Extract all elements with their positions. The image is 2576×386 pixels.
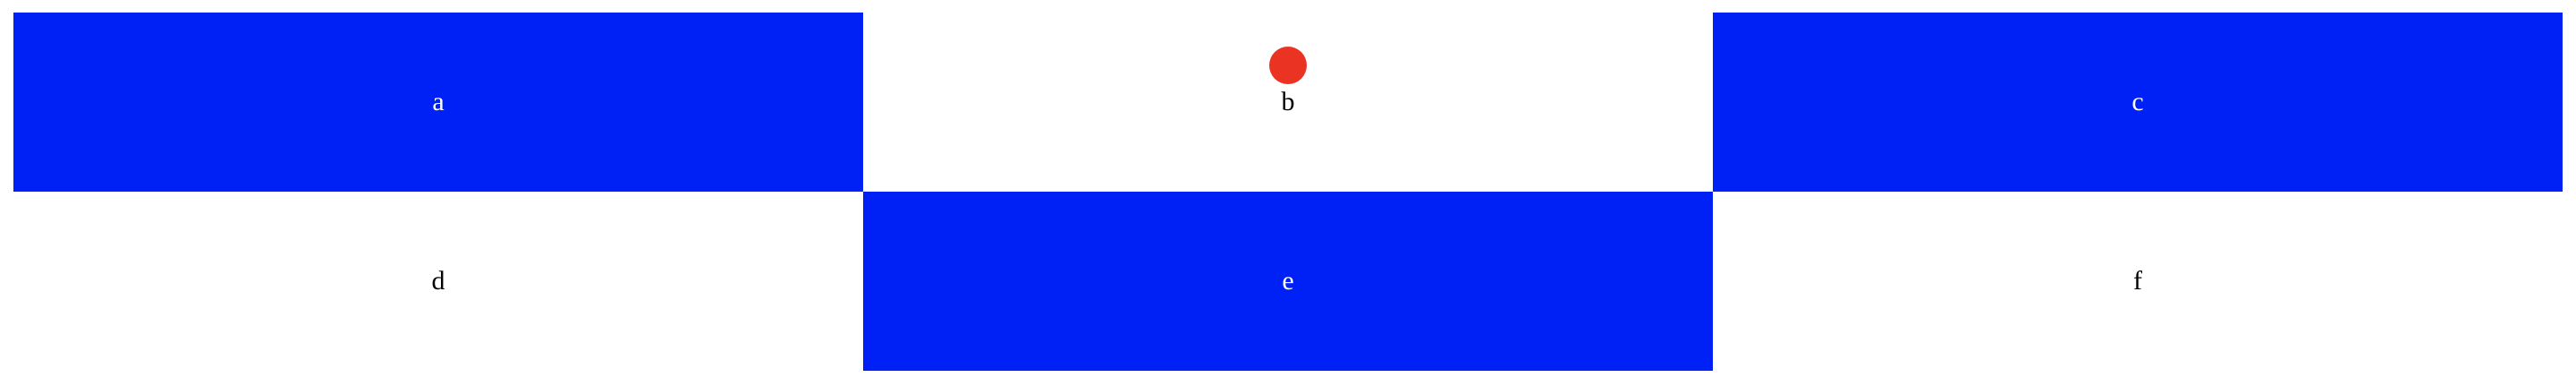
cell-label: d <box>431 266 445 296</box>
cell-label: e <box>1282 266 1294 296</box>
cell-a: a <box>13 13 863 192</box>
cell-f: f <box>1713 192 2563 371</box>
cell-d: d <box>13 192 863 371</box>
red-dot-marker <box>1269 47 1307 84</box>
cell-grid: a b c d e f <box>13 13 2563 371</box>
cell-label: b <box>1281 87 1295 116</box>
cell-label: f <box>2133 266 2142 296</box>
cell-b: b <box>863 13 1713 192</box>
cell-label: c <box>2131 87 2144 116</box>
cell-e: e <box>863 192 1713 371</box>
cell-c: c <box>1713 13 2563 192</box>
cell-label: a <box>432 87 445 116</box>
